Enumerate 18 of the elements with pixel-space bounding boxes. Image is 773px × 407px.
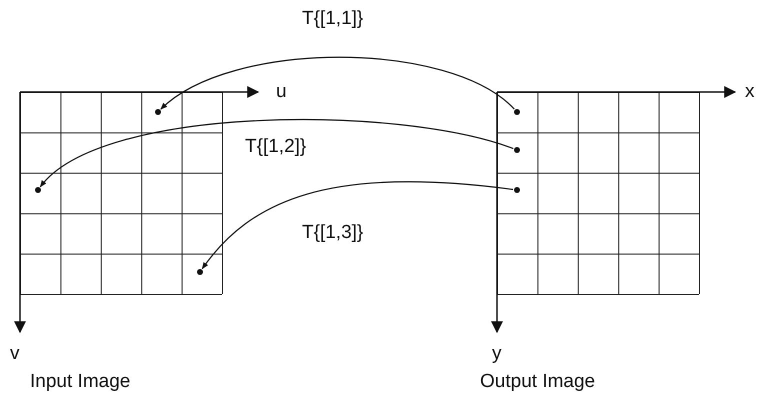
edge-label: T{[1,2]}	[243, 136, 308, 157]
pixel-dot	[514, 187, 520, 193]
axis-label: u	[276, 82, 287, 101]
grid-caption: Input Image	[30, 372, 130, 391]
pixel-dot	[514, 147, 520, 153]
grid-caption: Output Image	[480, 372, 596, 391]
axis-label: y	[492, 344, 502, 363]
mapping-arrow	[160, 56, 515, 110]
mapping-arrow	[202, 181, 514, 270]
edge-label: T{[1,3]}	[300, 222, 366, 243]
pixel-dot	[514, 109, 520, 115]
pixel-dot	[35, 187, 41, 193]
axis-label: x	[745, 82, 754, 101]
pixel-dot	[197, 269, 203, 275]
pixel-dot	[155, 109, 161, 115]
edge-label: T{[1,1]}	[300, 8, 366, 29]
axis-label: v	[10, 344, 20, 363]
mapping-arrow	[40, 118, 514, 188]
